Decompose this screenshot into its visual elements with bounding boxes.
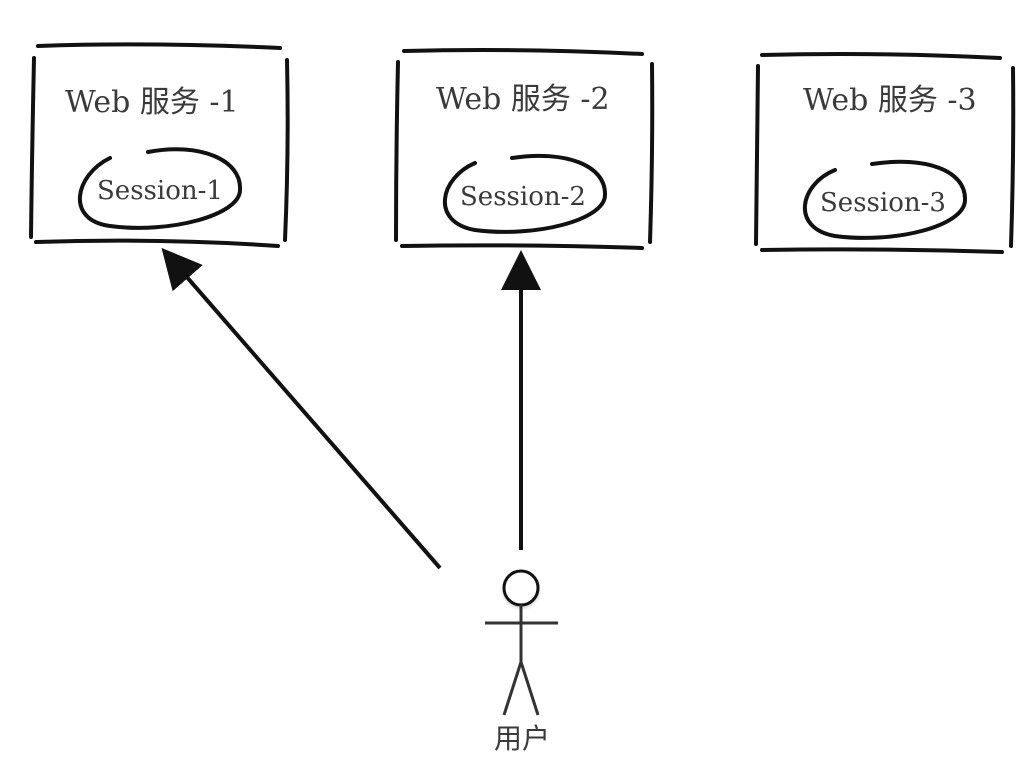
server-2-box-left	[394, 60, 400, 242]
server-1-box-top	[36, 42, 282, 50]
server-2-title: Web 服务 -2	[436, 82, 610, 117]
session-2-circle-icon	[443, 153, 608, 234]
web-server-3: Web 服务 -3 Session-3	[754, 52, 1016, 254]
user-label: 用户	[494, 722, 550, 755]
server-1-box-bottom	[34, 238, 280, 248]
server-2-box-bottom	[400, 243, 644, 250]
session-1-circle-icon	[78, 147, 243, 230]
web-server-2: Web 服务 -2 Session-2	[394, 48, 655, 250]
session-2-label: Session-2	[460, 182, 586, 212]
actor-head	[502, 569, 540, 607]
server-3-title: Web 服务 -3	[803, 83, 977, 118]
arrow-user-to-server-1	[161, 247, 442, 570]
server-3-box-left	[754, 64, 760, 246]
server-1-box-right	[283, 58, 290, 242]
server-2-box-right	[648, 62, 655, 244]
session-3-label: Session-3	[820, 188, 946, 218]
server-2-box-top	[402, 48, 644, 56]
session-3-circle-icon	[803, 159, 968, 240]
web-server-1: Web 服务 -1 Session-1	[29, 42, 290, 248]
server-1-box-left	[29, 56, 36, 239]
server-3-box-bottom	[760, 247, 1004, 254]
session-1-label: Session-1	[97, 176, 223, 206]
actor-left-leg	[502, 661, 523, 716]
server-1-title: Web 服务 -1	[65, 85, 239, 120]
server-3-box-top	[760, 52, 1002, 60]
actor-right-leg	[519, 661, 540, 716]
user-actor-icon	[485, 568, 558, 716]
server-3-box-right	[1009, 66, 1016, 248]
